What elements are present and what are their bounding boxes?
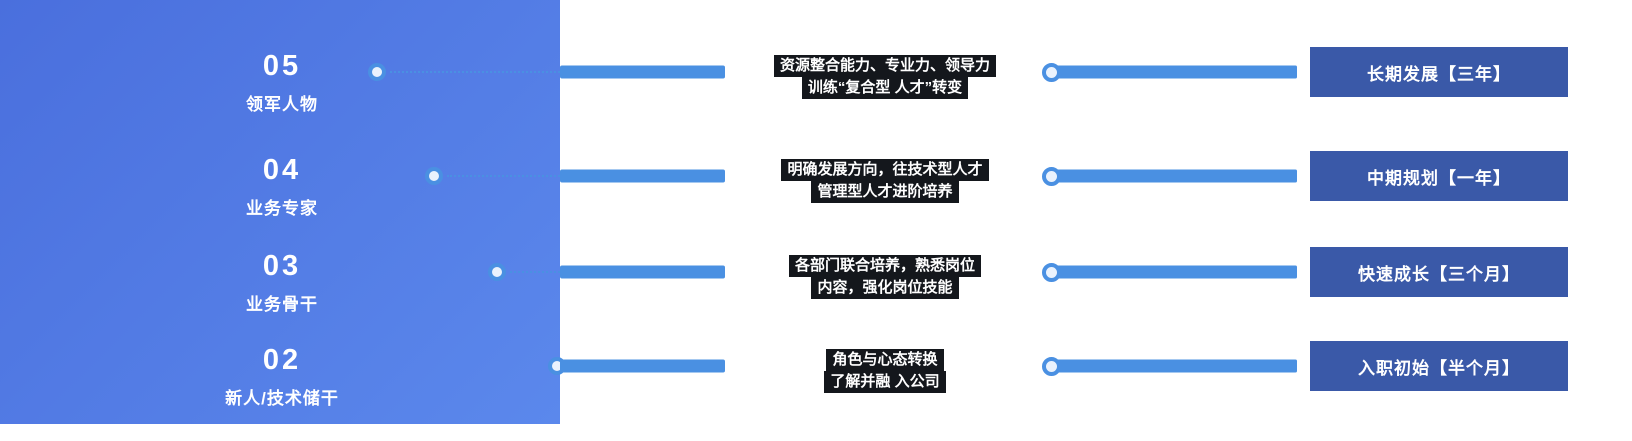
level-panel-background	[0, 0, 560, 424]
timeline-dot-icon	[425, 167, 443, 185]
bar-cap-dot-icon	[1042, 356, 1061, 376]
stage-label: 长期发展【三年】	[1310, 47, 1568, 97]
timeline-dot-icon	[488, 263, 506, 281]
left-bar	[560, 65, 725, 79]
level-row-02: 02 新人/技术储干 角色与心态转换 了解并融 入公司 入职初始【半个月】	[0, 311, 1632, 421]
description-line-1: 资源整合能力、专业力、领导力	[773, 55, 996, 77]
level-label: 新人/技术储干	[225, 388, 339, 408]
level-block: 02 新人/技术储干	[170, 344, 394, 409]
level-label: 业务专家	[246, 198, 318, 218]
stage-label: 入职初始【半个月】	[1310, 341, 1568, 391]
level-description: 资源整合能力、专业力、领导力 训练“复合型 人才”转变	[730, 55, 1040, 99]
left-bar	[560, 169, 725, 183]
description-line-1: 各部门联合培养，熟悉岗位	[788, 255, 981, 277]
description-line-2: 内容，强化岗位技能	[811, 277, 959, 299]
level-row-04: 04 业务专家 明确发展方向，往技术型人才 管理型人才进阶培养 中期规划【一年】	[0, 121, 1632, 231]
level-number: 02	[262, 344, 302, 377]
description-line-1: 角色与心态转换	[826, 349, 944, 371]
level-block: 04 业务专家	[170, 154, 394, 219]
bar-cap-dot-icon	[1042, 62, 1061, 82]
dotted-connector	[510, 271, 560, 273]
stage-label: 中期规划【一年】	[1310, 151, 1568, 201]
timeline-dot-icon	[368, 63, 386, 81]
level-label: 领军人物	[246, 94, 318, 114]
level-label: 业务骨干	[246, 294, 318, 314]
description-line-1: 明确发展方向，往技术型人才	[781, 159, 989, 181]
level-row-05: 05 领军人物 资源整合能力、专业力、领导力 训练“复合型 人才”转变 长期发展…	[0, 17, 1632, 127]
level-number: 03	[262, 250, 302, 283]
level-description: 各部门联合培养，熟悉岗位 内容，强化岗位技能	[730, 255, 1040, 299]
level-row-03: 03 业务骨干 各部门联合培养，熟悉岗位 内容，强化岗位技能 快速成长【三个月】	[0, 217, 1632, 327]
level-number: 05	[262, 50, 302, 83]
level-block: 05 领军人物	[170, 50, 394, 115]
description-line-2: 了解并融 入公司	[824, 371, 946, 393]
level-description: 明确发展方向，往技术型人才 管理型人才进阶培养	[730, 159, 1040, 203]
right-bar	[1042, 166, 1297, 186]
stage-label: 快速成长【三个月】	[1310, 247, 1568, 297]
right-bar	[1042, 262, 1297, 282]
bar-cap-dot-icon	[1042, 262, 1061, 282]
bar-cap-dot-icon	[1042, 166, 1061, 186]
description-line-2: 训练“复合型 人才”转变	[801, 77, 969, 99]
description-line-2: 管理型人才进阶培养	[811, 181, 959, 203]
right-bar	[1042, 62, 1297, 82]
right-bar	[1042, 356, 1297, 376]
left-bar	[560, 359, 725, 373]
level-block: 03 业务骨干	[170, 250, 394, 315]
level-number: 04	[262, 154, 302, 187]
level-description: 角色与心态转换 了解并融 入公司	[730, 349, 1040, 393]
dotted-connector	[390, 71, 560, 73]
left-bar	[560, 265, 725, 279]
dotted-connector	[447, 175, 560, 177]
